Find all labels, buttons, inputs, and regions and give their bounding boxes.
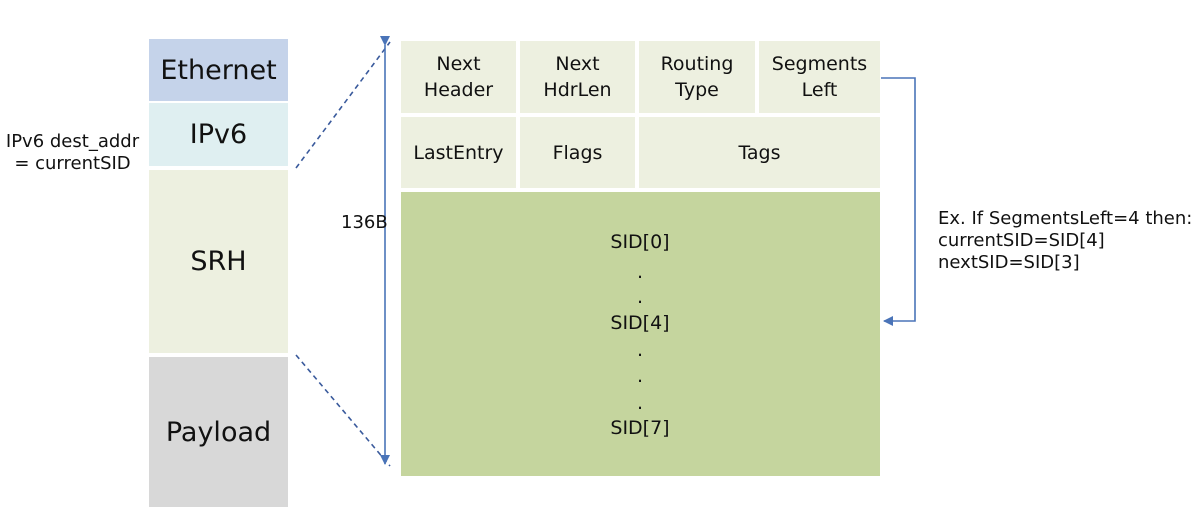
- routing-type-label-2: Type: [675, 79, 719, 101]
- flags-field: Flags: [520, 117, 635, 188]
- segments-left-label-2: Left: [801, 79, 838, 101]
- next-header-label-2: Header: [423, 79, 494, 101]
- next-header-label-1: Next: [436, 53, 481, 75]
- ipv6-block: IPv6: [149, 103, 288, 166]
- segments-left-field: Segments Left: [759, 41, 880, 113]
- segment-list-area: [401, 192, 880, 476]
- sid-0-label: SID[0]: [610, 231, 670, 253]
- last-entry-field: LastEntry: [401, 117, 516, 188]
- size-label: 136B: [341, 212, 388, 233]
- zoom-line-top: [295, 41, 391, 169]
- tags-field: Tags: [639, 117, 880, 188]
- sid-7-label: SID[7]: [610, 417, 670, 439]
- routing-type-label-1: Routing: [660, 53, 734, 75]
- sid-dot-5: .: [636, 392, 644, 414]
- segments-left-label-1: Segments: [771, 53, 868, 75]
- sid-dot-2: .: [636, 286, 644, 308]
- example-note-line3: nextSID=SID[3]: [938, 252, 1080, 273]
- next-hdrlen-field: Next HdrLen: [520, 41, 635, 113]
- example-note: Ex. If SegmentsLeft=4 then: currentSID=S…: [938, 208, 1198, 274]
- dest-addr-note-line1: IPv6 dest_addr: [5, 131, 140, 152]
- dest-addr-note: IPv6 dest_addr = currentSID: [0, 131, 145, 175]
- dest-addr-note-line2: = currentSID: [14, 153, 131, 174]
- payload-block: Payload: [149, 357, 288, 507]
- zoom-line-bottom: [295, 354, 391, 467]
- sid-dot-1: .: [636, 261, 644, 283]
- example-note-line2: currentSID=SID[4]: [938, 230, 1105, 251]
- sid-dot-3: .: [636, 339, 644, 361]
- example-note-line1: Ex. If SegmentsLeft=4 then:: [938, 208, 1193, 229]
- next-hdrlen-label-2: HdrLen: [543, 79, 612, 101]
- next-hdrlen-label-1: Next: [555, 53, 600, 75]
- sid-4-label: SID[4]: [610, 312, 670, 334]
- ethernet-block: Ethernet: [149, 39, 288, 101]
- next-header-field: Next Header: [401, 41, 516, 113]
- routing-type-field: Routing Type: [639, 41, 755, 113]
- sid-dot-4: .: [636, 365, 644, 387]
- srh-block: SRH: [149, 170, 288, 353]
- segments-left-pointer-arrow: [881, 77, 916, 326]
